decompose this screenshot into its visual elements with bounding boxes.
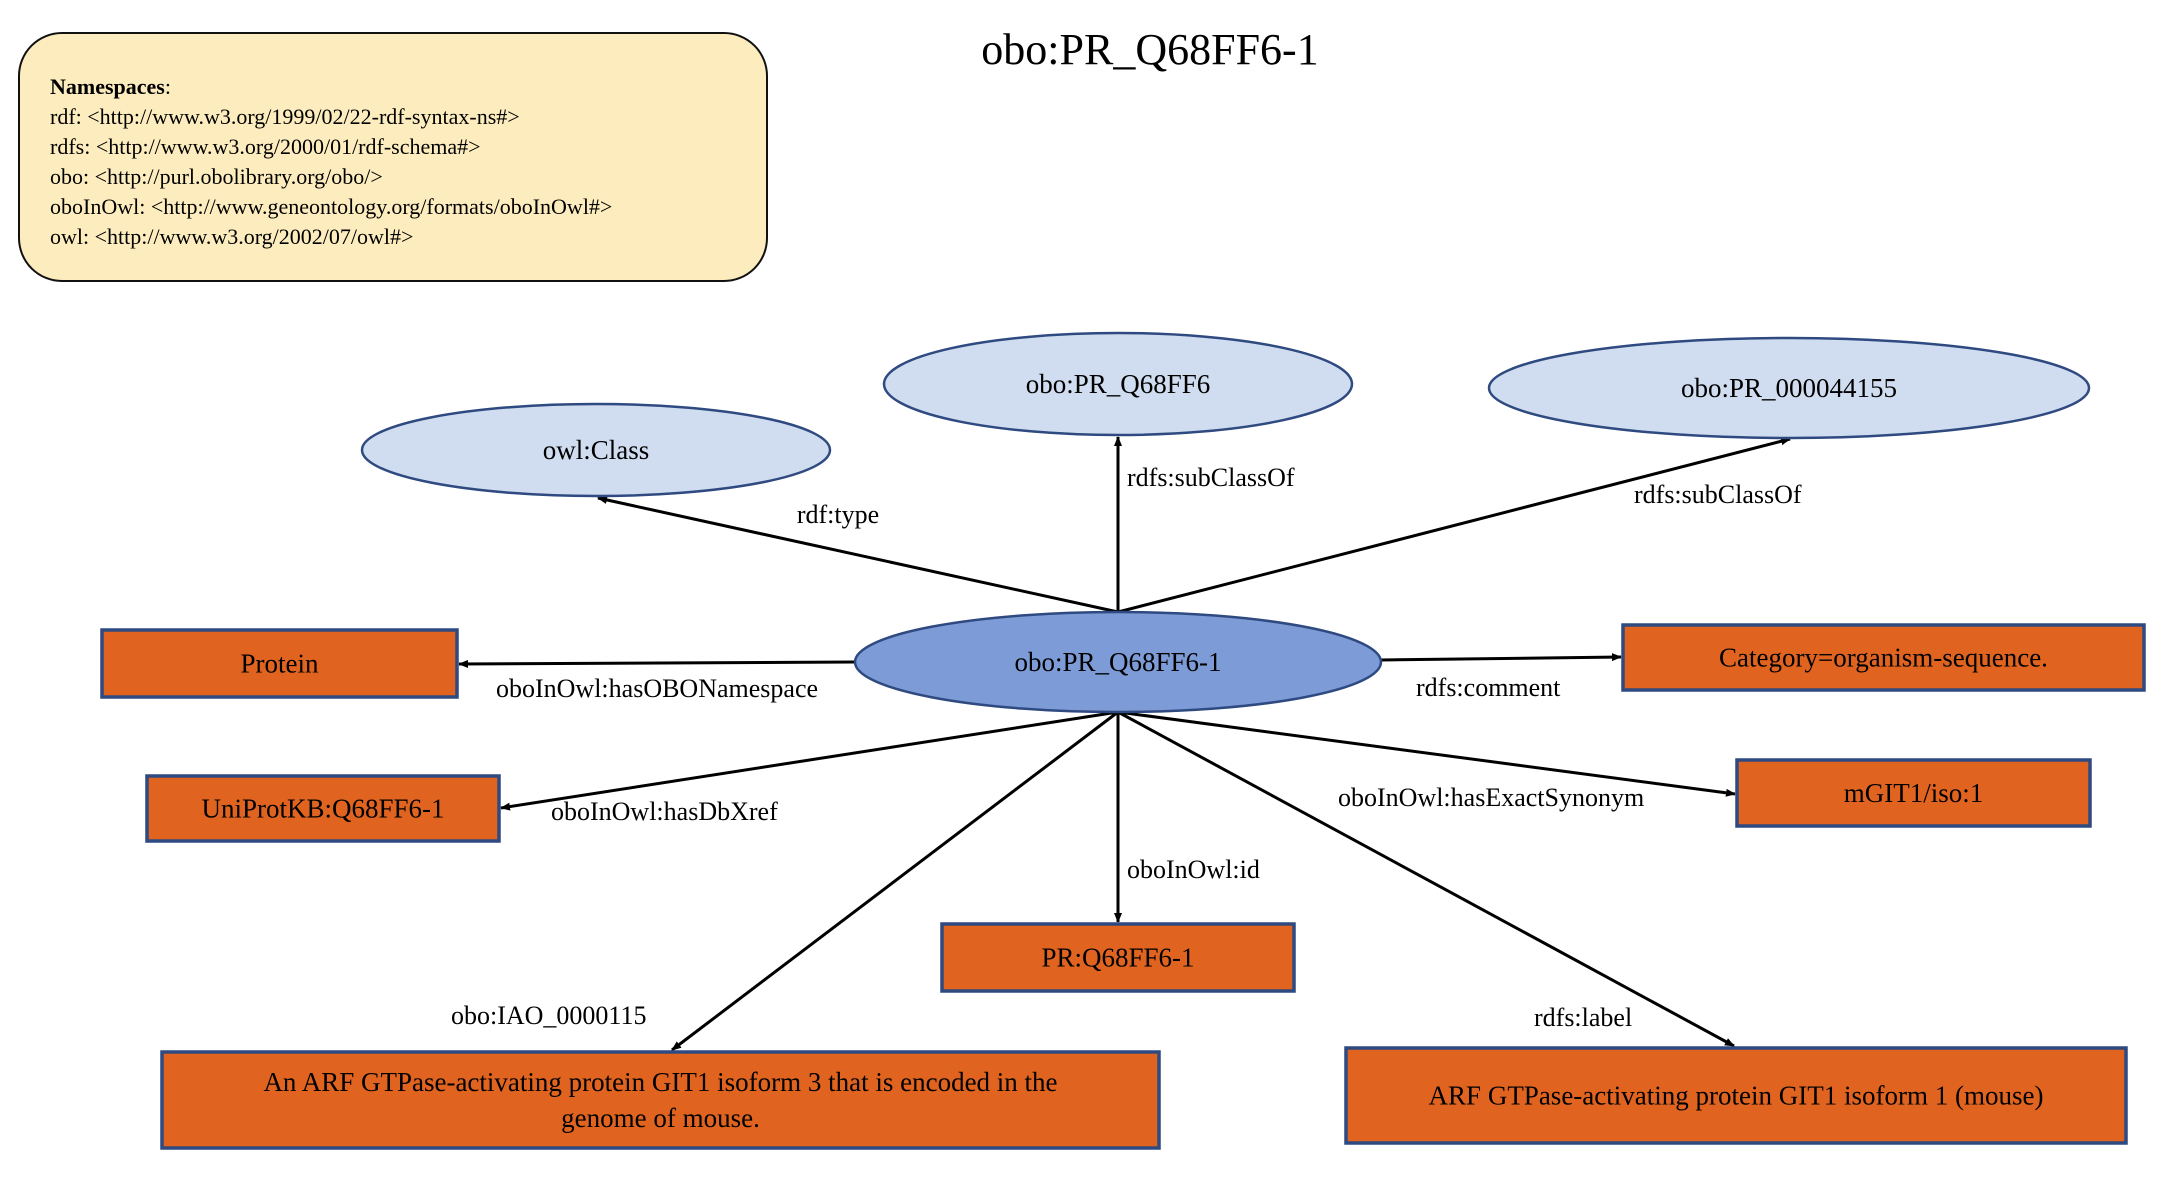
- edge-arrow-mgit1: [1117, 710, 1736, 797]
- node-owl-class[interactable]: owl:Class: [360, 402, 832, 498]
- node-shape-category: [1621, 623, 2146, 692]
- node-shape-definition: [160, 1050, 1161, 1150]
- node-label-central: obo:PR_Q68FF6-1: [1014, 647, 1221, 677]
- diagram-title: obo:PR_Q68FF6-1: [981, 25, 1319, 74]
- node-label-pr-000044155: obo:PR_000044155: [1681, 373, 1897, 403]
- node-pr-id[interactable]: PR:Q68FF6-1: [940, 922, 1296, 993]
- node-label-definition-line-2: genome of mouse.: [561, 1103, 760, 1133]
- namespaces-box: Namespaces: rdf: <http://www.w3.org/1999…: [18, 32, 768, 282]
- node-rdfs-label[interactable]: ARF GTPase-activating protein GIT1 isofo…: [1344, 1046, 2128, 1145]
- node-shape-owl-class: [360, 402, 832, 498]
- node-shape-uniprot: [145, 774, 501, 843]
- edge-label-pr-id: oboInOwl:id: [1127, 855, 1260, 884]
- edge-arrow-pr-000044155: [1117, 437, 1791, 614]
- edge-arrow-protein: [458, 659, 856, 668]
- node-shape-mgit1: [1735, 758, 2092, 828]
- namespace-oboinowl: oboInOwl: <http://www.geneontology.org/f…: [50, 194, 613, 219]
- node-protein[interactable]: Protein: [100, 628, 459, 699]
- namespace-obo: obo: <http://purl.obolibrary.org/obo/>: [50, 164, 383, 189]
- edge-label-definition: obo:IAO_0000115: [451, 1001, 646, 1030]
- namespace-rdf: rdf: <http://www.w3.org/1999/02/22-rdf-s…: [50, 104, 520, 129]
- namespace-rdfs: rdfs: <http://www.w3.org/2000/01/rdf-sch…: [50, 134, 481, 159]
- edge-label-category: rdfs:comment: [1416, 673, 1561, 702]
- edge-arrow-category: [1380, 653, 1622, 662]
- edge-label-uniprot: oboInOwl:hasDbXref: [551, 797, 778, 826]
- node-label-category: Category=organism-sequence.: [1719, 643, 2048, 673]
- edge-arrow-rdfs-label: [1117, 710, 1735, 1048]
- edge-label-mgit1: oboInOwl:hasExactSynonym: [1338, 783, 1644, 812]
- node-shape-pr-000044155: [1487, 336, 2091, 440]
- node-label-definition-line-1: An ARF GTPase-activating protein GIT1 is…: [263, 1067, 1057, 1097]
- edge-arrow-owl-class: [597, 496, 1119, 614]
- node-shape-rdfs-label: [1344, 1046, 2128, 1145]
- edge-arrow-uniprot: [500, 710, 1119, 811]
- node-label-protein: Protein: [241, 649, 319, 679]
- edge-label-rdfs-label: rdfs:label: [1534, 1003, 1632, 1032]
- node-label-pr-q68ff6: obo:PR_Q68FF6: [1026, 369, 1211, 399]
- namespace-owl: owl: <http://www.w3.org/2002/07/owl#>: [50, 224, 414, 249]
- node-central[interactable]: obo:PR_Q68FF6-1: [853, 610, 1383, 714]
- node-definition[interactable]: An ARF GTPase-activating protein GIT1 is…: [160, 1050, 1161, 1150]
- node-label-rdfs-label: ARF GTPase-activating protein GIT1 isofo…: [1429, 1081, 2044, 1111]
- node-shape-central: [853, 610, 1383, 714]
- node-pr-q68ff6[interactable]: obo:PR_Q68FF6: [882, 331, 1354, 437]
- node-uniprot[interactable]: UniProtKB:Q68FF6-1: [145, 774, 501, 843]
- node-label-uniprot: UniProtKB:Q68FF6-1: [201, 794, 444, 824]
- node-shape-pr-id: [940, 922, 1296, 993]
- node-label-mgit1: mGIT1/iso:1: [1844, 778, 1984, 808]
- edge-arrow-definition: [671, 710, 1119, 1052]
- node-shape-protein: [100, 628, 459, 699]
- namespaces-heading: Namespaces:: [50, 74, 171, 99]
- edge-label-pr-000044155: rdfs:subClassOf: [1634, 480, 1802, 509]
- node-category[interactable]: Category=organism-sequence.: [1621, 623, 2146, 692]
- edge-label-pr-q68ff6: rdfs:subClassOf: [1127, 463, 1295, 492]
- node-mgit1[interactable]: mGIT1/iso:1: [1735, 758, 2092, 828]
- node-label-pr-id: PR:Q68FF6-1: [1041, 943, 1194, 973]
- edge-label-protein: oboInOwl:hasOBONamespace: [496, 674, 818, 703]
- edges-layer: [458, 436, 1791, 1052]
- node-pr-000044155[interactable]: obo:PR_000044155: [1487, 336, 2091, 440]
- edge-label-owl-class: rdf:type: [797, 500, 879, 529]
- node-shape-pr-q68ff6: [882, 331, 1354, 437]
- edge-labels-layer: rdf:type rdfs:subClassOf rdfs:subClassOf ob…: [451, 463, 1802, 1032]
- node-label-owl-class: owl:Class: [543, 435, 650, 465]
